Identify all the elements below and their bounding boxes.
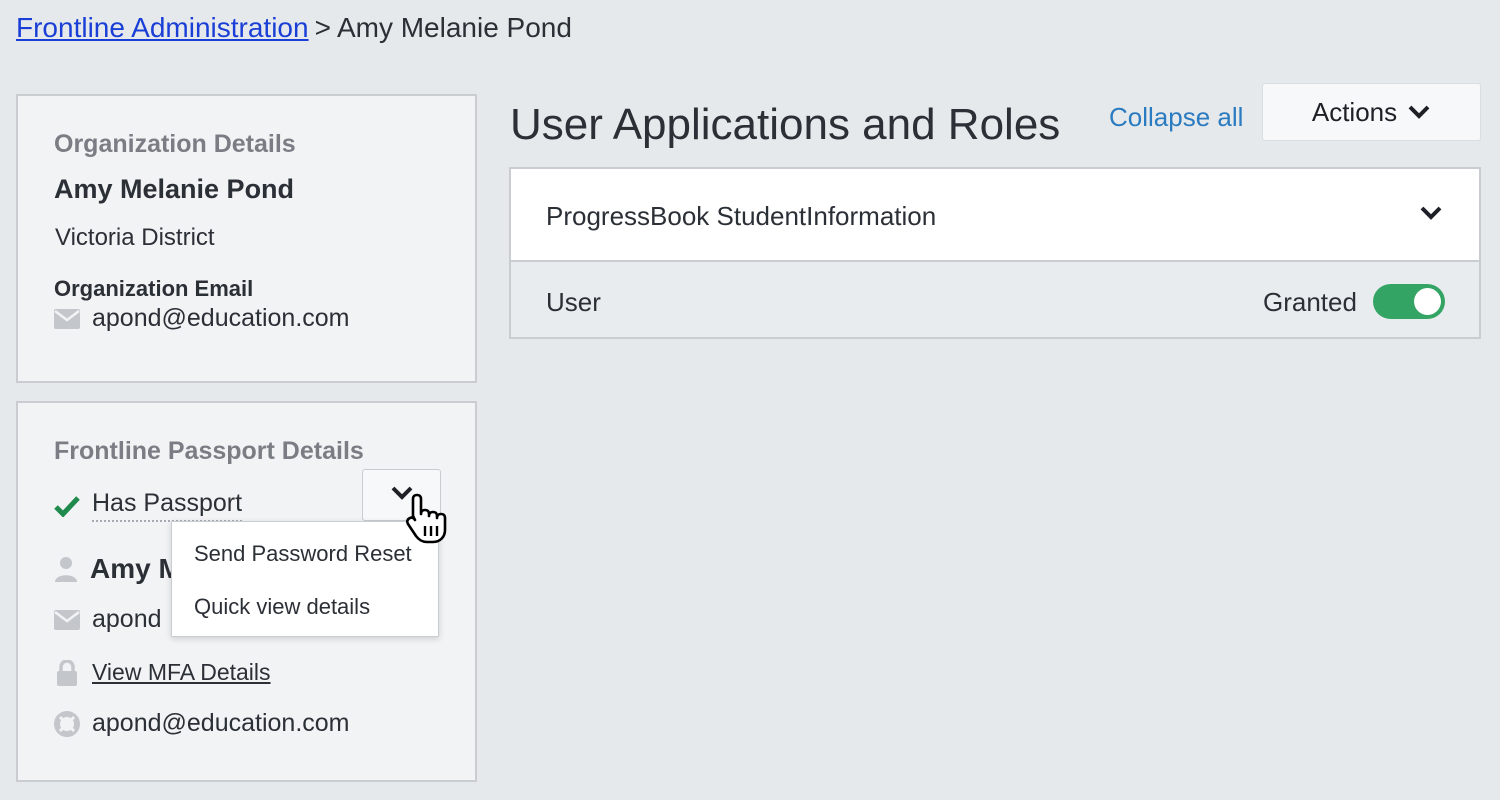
mfa-row: View MFA Details xyxy=(54,659,271,686)
breadcrumb-current: Amy Melanie Pond xyxy=(336,12,572,43)
role-granted-toggle[interactable] xyxy=(1373,284,1445,319)
actions-button-label: Actions xyxy=(1311,96,1398,127)
lock-icon xyxy=(54,659,80,686)
send-password-reset-menu-item[interactable]: Send Password Reset xyxy=(194,541,412,566)
recovery-email: apond@education.com xyxy=(92,709,350,737)
organization-user-name: Amy Melanie Pond xyxy=(54,174,295,204)
application-header[interactable]: ProgressBook StudentInformation xyxy=(511,169,1479,262)
toggle-knob xyxy=(1414,288,1441,315)
application-name: ProgressBook StudentInformation xyxy=(546,201,937,231)
breadcrumb-root-link[interactable]: Frontline Administration xyxy=(16,12,309,43)
chevron-down-icon[interactable] xyxy=(1419,205,1443,221)
page-title: User Applications and Roles xyxy=(510,100,1061,149)
envelope-icon xyxy=(54,306,80,332)
role-name: User xyxy=(546,287,601,317)
organization-district: Victoria District xyxy=(55,224,215,251)
envelope-icon xyxy=(54,607,80,633)
passport-status-label: Has Passport xyxy=(92,489,243,522)
organization-details-heading: Organization Details xyxy=(54,130,296,158)
passport-options-menu: Send Password Reset Quick view details xyxy=(171,521,439,637)
view-mfa-details-link[interactable]: View MFA Details xyxy=(92,659,271,685)
breadcrumb-separator: > xyxy=(314,12,331,43)
passport-details-heading: Frontline Passport Details xyxy=(54,437,364,465)
check-icon xyxy=(54,493,80,519)
breadcrumb: Frontline Administration>Amy Melanie Pon… xyxy=(16,12,572,44)
recovery-email-row: apond@education.com xyxy=(54,709,350,738)
role-status-label: Granted xyxy=(1263,287,1357,317)
application-panel: ProgressBook StudentInformation User Gra… xyxy=(509,167,1481,339)
organization-email-label: Organization Email xyxy=(54,276,254,301)
chevron-down-icon xyxy=(390,485,414,506)
organization-email: apond@education.com xyxy=(92,304,350,332)
quick-view-details-menu-item[interactable]: Quick view details xyxy=(194,594,371,619)
chevron-down-icon xyxy=(1407,104,1431,120)
passport-email-row: apond xyxy=(54,605,174,634)
lifebuoy-icon xyxy=(54,710,80,737)
organization-email-row: apond@education.com xyxy=(54,304,350,333)
hand-pointer-cursor-icon xyxy=(405,492,451,549)
passport-user-row: Amy M xyxy=(54,553,174,585)
actions-button[interactable]: Actions xyxy=(1262,83,1481,141)
collapse-all-link[interactable]: Collapse all xyxy=(1109,102,1244,132)
organization-details-card: Organization Details Amy Melanie Pond Vi… xyxy=(16,94,477,383)
user-icon xyxy=(54,556,78,582)
passport-email: apond xyxy=(92,605,162,633)
passport-status-row: Has Passport xyxy=(54,489,243,522)
passport-user-name: Amy M xyxy=(90,553,174,584)
